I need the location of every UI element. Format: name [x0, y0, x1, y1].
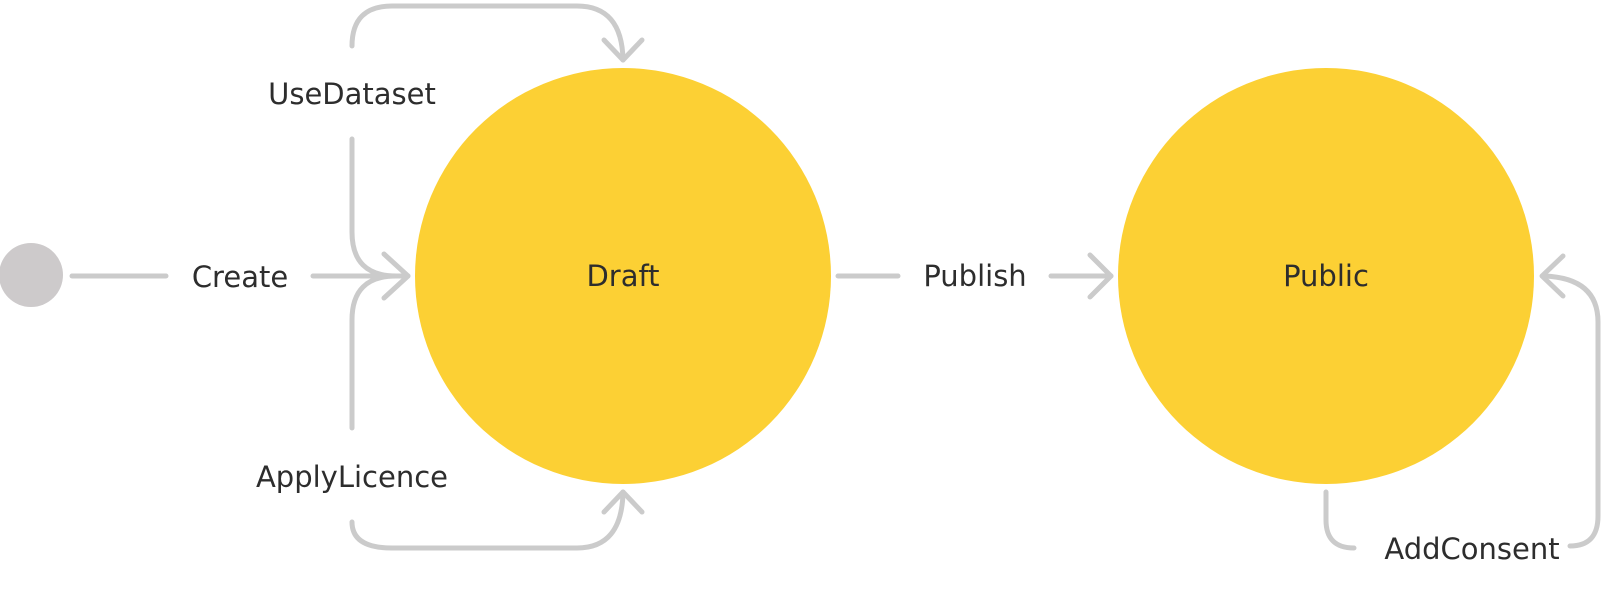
edge-add-consent-loop-left	[1323, 489, 1357, 551]
initial-state-node	[0, 243, 63, 307]
edge-add-consent-arrowhead	[1539, 253, 1566, 299]
edge-create-label: Create	[192, 260, 288, 294]
state-public: Public	[1118, 68, 1534, 484]
edge-use-dataset-arrowhead	[601, 37, 645, 63]
edge-use-dataset-label: UseDataset	[268, 77, 436, 111]
state-draft-circle	[415, 68, 831, 484]
state-public-circle	[1118, 68, 1534, 484]
edge-apply-licence-merge	[349, 273, 399, 431]
edge-create-arrowhead	[381, 251, 411, 301]
edge-add-consent	[1323, 253, 1601, 551]
edge-use-dataset-merge	[349, 136, 399, 279]
edge-apply-licence-loop	[349, 489, 626, 551]
edge-apply-licence	[349, 273, 645, 551]
edge-apply-licence-arrowhead	[601, 489, 645, 515]
state-draft: Draft	[415, 68, 831, 484]
edge-apply-licence-label: ApplyLicence	[256, 460, 448, 494]
edge-publish-arrowhead	[1087, 252, 1114, 300]
edge-add-consent-label: AddConsent	[1384, 532, 1559, 566]
edge-use-dataset-loop	[349, 3, 626, 63]
state-draft-label: Draft	[586, 259, 659, 293]
edge-add-consent-loop-right	[1541, 273, 1601, 549]
state-public-label: Public	[1283, 259, 1369, 293]
edge-publish-label: Publish	[923, 259, 1026, 293]
edge-publish	[835, 252, 1114, 300]
